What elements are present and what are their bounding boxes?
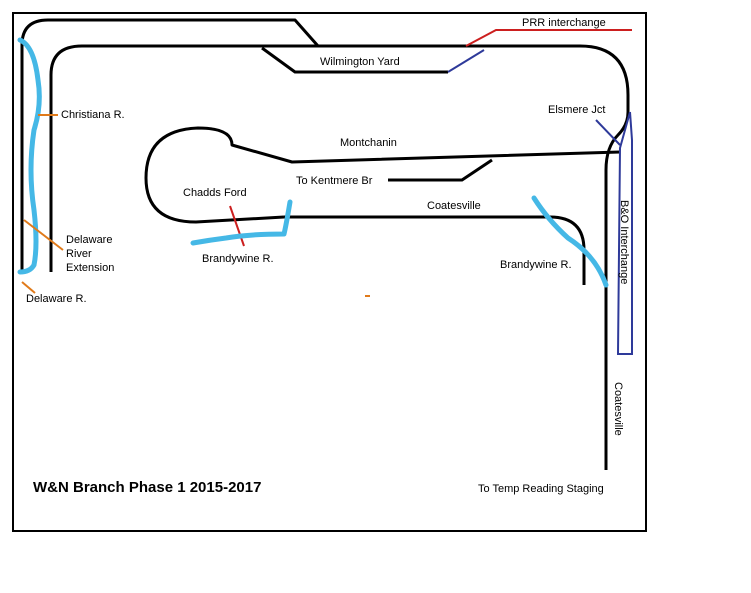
bo-elsmere-lead [595, 119, 621, 146]
label-delaware-river: Delaware R. [26, 293, 87, 305]
kentmere-spur-track [388, 158, 493, 182]
delaware-river [17, 37, 42, 275]
bo-main-track [616, 111, 633, 355]
label-bo-interchange: B&O Interchange [618, 200, 630, 284]
leader-lines [21, 114, 370, 297]
label-to-kentmere-br: To Kentmere Br [296, 175, 373, 187]
label-coatesville-vertical: Coatesville [612, 382, 624, 436]
branch-loop-track [144, 126, 621, 224]
label-brandywine-right: Brandywine R. [500, 259, 572, 271]
brandywine-river-right [531, 195, 609, 288]
label-coatesville-top: Coatesville [427, 200, 481, 212]
left-inner-track [49, 44, 310, 272]
bo-yard-lead [447, 49, 485, 73]
chadds-ford-marker [229, 205, 245, 247]
label-christiana-river: Christiana R. [61, 109, 125, 121]
prr-interchange-track [465, 29, 632, 47]
label-delaware-ext-1: Delaware [66, 234, 112, 246]
layout-border [12, 12, 647, 532]
label-temp-reading-staging: To Temp Reading Staging [478, 483, 604, 495]
diagram-title: W&N Branch Phase 1 2015-2017 [33, 479, 261, 496]
mainline-track [20, 18, 630, 470]
wilmington-yard-track [261, 46, 448, 74]
label-wilmington-yard: Wilmington Yard [320, 56, 400, 68]
label-elsmere-jct: Elsmere Jct [548, 104, 605, 116]
label-delaware-ext-2: River [66, 248, 92, 260]
label-brandywine-left: Brandywine R. [202, 253, 274, 265]
label-prr-interchange: PRR interchange [522, 17, 606, 29]
bo-interchange-track [447, 49, 633, 355]
rivers [17, 37, 609, 288]
brandywine-river-left [190, 199, 293, 246]
label-montchanin: Montchanin [340, 137, 397, 149]
labels: PRR interchange Wilmington Yard Christia… [26, 17, 630, 496]
delaware-r-leader [21, 281, 36, 294]
coatesville-main-track [284, 215, 586, 285]
label-delaware-ext-3: Extension [66, 262, 114, 274]
delaware-ext-leader [23, 219, 64, 251]
label-chadds-ford: Chadds Ford [183, 187, 247, 199]
